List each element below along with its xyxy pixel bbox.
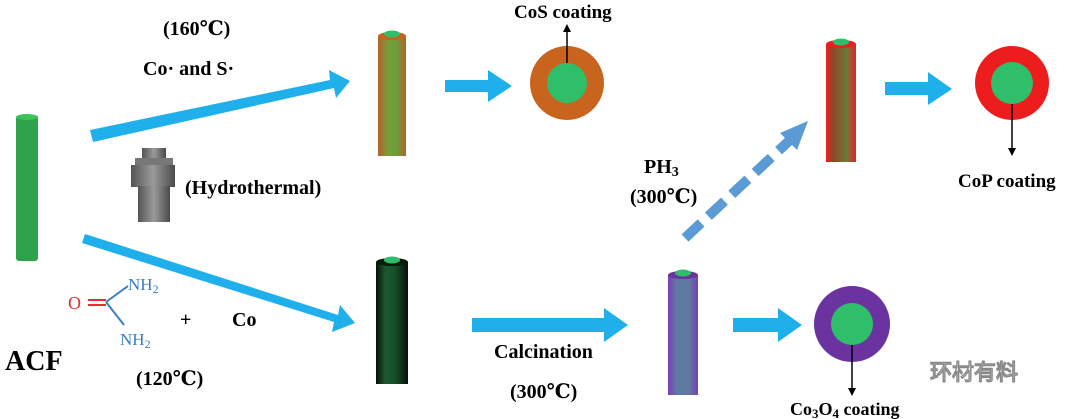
temp-160-label: (160℃) (163, 18, 230, 40)
co-label: Co (232, 309, 256, 331)
nh2-top-label: NH2 (128, 275, 159, 296)
hydrothermal-label: (Hydrothermal) (185, 177, 321, 199)
temp-300-calcination-label: (300℃) (510, 381, 577, 403)
watermark-text: 环材有料 (930, 360, 1018, 386)
nh2-bottom-label: NH2 (120, 330, 151, 351)
cop-cross-section (975, 46, 1049, 156)
co-s-label: Co· and S· (143, 58, 234, 80)
arrow-to-cos (90, 70, 350, 142)
cos-coated-rod (378, 30, 406, 156)
arrow-to-cop-section (885, 72, 952, 105)
precursor-rod (376, 256, 408, 384)
wechat-watermark: 环材有料 (883, 357, 1018, 386)
co3o4-coated-rod (668, 269, 698, 395)
co3o4-cross-section (814, 286, 890, 396)
temp-300-ph3-label: (300℃) (630, 186, 697, 208)
acf-label: ACF (5, 346, 63, 377)
arrow-calcination (472, 308, 628, 342)
temp-120-label: (120℃) (136, 368, 203, 390)
cop-coating-label: CoP coating (958, 171, 1056, 192)
calcination-label: Calcination (494, 341, 593, 363)
oxygen-label: O (68, 293, 81, 313)
cos-coating-label: CoS coating (514, 2, 612, 23)
acf-fiber (16, 114, 38, 261)
arrow-to-co3o4-section (733, 308, 802, 342)
plus-sign: + (180, 309, 191, 331)
co3o4-coating-label: Co3O4 coating (790, 399, 900, 419)
urea-molecule: O NH2 NH2 (68, 275, 159, 351)
autoclave-icon (131, 148, 175, 222)
ph3-label: PH3 (644, 156, 679, 180)
arrow-to-cos-section (445, 70, 512, 102)
wechat-icon (883, 357, 921, 385)
cop-coated-rod (826, 38, 856, 162)
dashed-arrow-ph3 (681, 121, 808, 242)
arrow-to-co3o4-precursor (82, 234, 355, 332)
cos-cross-section (530, 24, 604, 120)
